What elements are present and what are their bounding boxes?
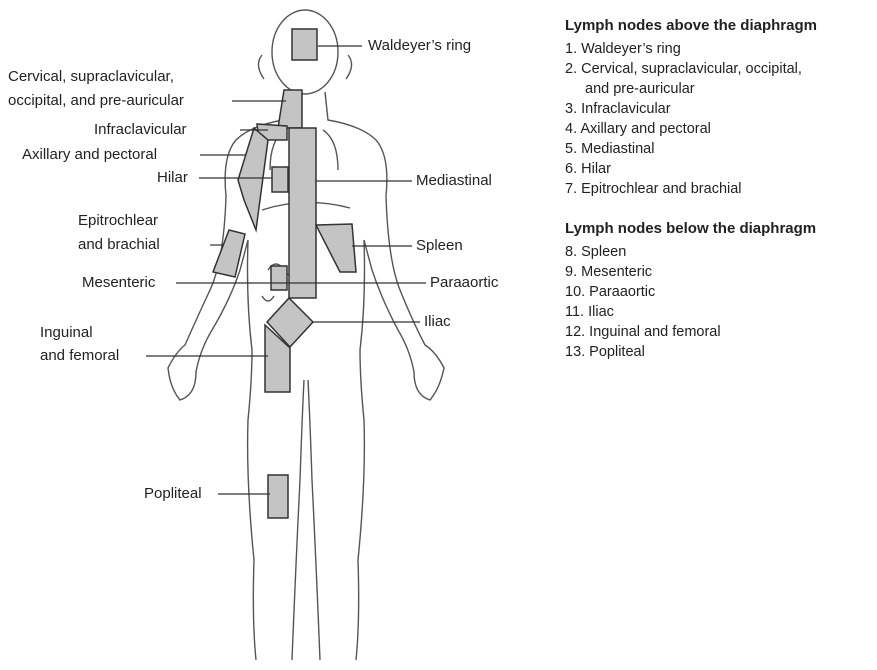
- label-inguinal-line1: Inguinal: [40, 324, 93, 342]
- list-item: 6. Hilar: [565, 159, 877, 179]
- label-epitrochlear-line2: and brachial: [78, 236, 160, 254]
- list-item: and pre-auricular: [565, 79, 877, 99]
- region-hilar: [272, 167, 288, 192]
- node-regions: [213, 29, 356, 518]
- label-spleen: Spleen: [416, 237, 463, 255]
- label-mediastinal: Mediastinal: [416, 172, 492, 190]
- legend-panel: Lymph nodes above the diaphragm 1. Walde…: [565, 16, 877, 362]
- region-mediastinal-paraaortic: [289, 128, 316, 298]
- body-outline: [168, 10, 444, 660]
- list-item: 2. Cervical, supraclavicular, occipital,: [565, 59, 877, 79]
- legend-above-title: Lymph nodes above the diaphragm: [565, 16, 877, 35]
- list-item: 5. Mediastinal: [565, 139, 877, 159]
- list-item: 13. Popliteal: [565, 342, 877, 362]
- list-item: 11. Iliac: [565, 302, 877, 322]
- label-hilar: Hilar: [157, 169, 188, 187]
- label-cervical-line1: Cervical, supraclavicular,: [8, 68, 228, 86]
- list-item: 3. Infraclavicular: [565, 99, 877, 119]
- region-popliteal: [268, 475, 288, 518]
- list-item: 7. Epitrochlear and brachial: [565, 179, 877, 199]
- legend-below-list: 8. Spleen 9. Mesenteric 10. Paraaortic 1…: [565, 242, 877, 362]
- label-infraclavicular: Infraclavicular: [94, 121, 187, 139]
- region-waldeyer: [292, 29, 317, 60]
- list-item: 12. Inguinal and femoral: [565, 322, 877, 342]
- list-item: 8. Spleen: [565, 242, 877, 262]
- label-epitrochlear-line1: Epitrochlear: [78, 212, 158, 230]
- list-item: 10. Paraaortic: [565, 282, 877, 302]
- list-item: 9. Mesenteric: [565, 262, 877, 282]
- label-axillary: Axillary and pectoral: [22, 146, 157, 164]
- region-cervical: [278, 90, 302, 128]
- label-paraaortic: Paraaortic: [430, 274, 498, 292]
- label-popliteal: Popliteal: [144, 485, 202, 503]
- region-spleen: [316, 224, 356, 272]
- label-cervical-line2: occipital, and pre-auricular: [8, 92, 184, 110]
- label-mesenteric: Mesenteric: [82, 274, 155, 292]
- label-waldeyer: Waldeyer’s ring: [368, 37, 471, 55]
- list-item: 1. Waldeyer’s ring: [565, 39, 877, 59]
- list-item: 4. Axillary and pectoral: [565, 119, 877, 139]
- label-iliac: Iliac: [424, 313, 451, 331]
- legend-below-title: Lymph nodes below the diaphragm: [565, 219, 877, 238]
- legend-above-list: 1. Waldeyer’s ring 2. Cervical, supracla…: [565, 39, 877, 199]
- region-axillary: [238, 128, 268, 230]
- label-inguinal-line2: and femoral: [40, 347, 119, 365]
- region-mesenteric: [271, 266, 287, 290]
